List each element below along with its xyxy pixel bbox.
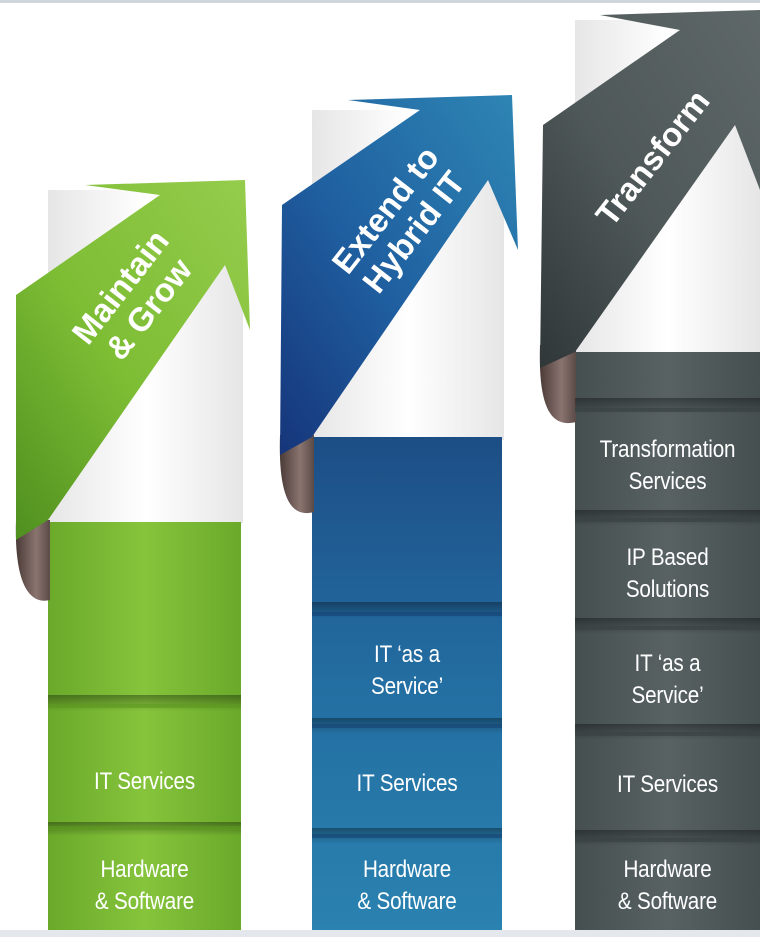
segment-line: Hardware xyxy=(623,855,712,883)
arrow-blue xyxy=(280,95,518,455)
arrow-grey xyxy=(540,10,760,368)
segment-line: & Software xyxy=(617,888,718,915)
top-rule xyxy=(0,0,760,3)
segment-line: Service’ xyxy=(370,673,444,700)
segment-line: Services xyxy=(628,468,707,495)
segment-it-services: IT Services xyxy=(325,742,488,826)
segment-it-as-a-service: IT ‘as a Service’ xyxy=(588,636,747,724)
column-transform xyxy=(539,10,760,932)
segment-hardware-software: Hardware & Software xyxy=(62,846,228,926)
segment-line: Hardware xyxy=(100,855,189,883)
segment-line: & Software xyxy=(357,888,457,915)
segment-ip-based-solutions: IP Based Solutions xyxy=(588,530,747,618)
segment-line: IT ‘as a xyxy=(374,640,440,668)
segment-it-services: IT Services xyxy=(588,742,747,828)
segment-line: Solutions xyxy=(625,576,710,603)
segment-it-services: IT Services xyxy=(62,742,228,822)
column-maintain-grow xyxy=(15,180,250,932)
curl-blue xyxy=(279,435,314,514)
column-body-green xyxy=(48,522,241,932)
column-body-blue xyxy=(312,437,502,932)
column-extend-hybrid xyxy=(279,95,518,932)
segment-line: Service’ xyxy=(631,682,704,709)
segment-line: IT Services xyxy=(356,769,458,797)
segment-line: Hardware xyxy=(362,855,452,883)
segment-line: IT ‘as a xyxy=(634,649,701,677)
bottom-rule xyxy=(0,930,760,937)
segment-line: & Software xyxy=(94,888,195,915)
curl-green xyxy=(15,520,50,601)
segment-line: IP Based xyxy=(626,543,709,571)
segment-line: IT Services xyxy=(94,767,195,795)
segment-hardware-software: Hardware & Software xyxy=(588,846,747,926)
curl-grey xyxy=(539,345,576,424)
segment-transformation-services: Transformation Services xyxy=(588,422,747,510)
segment-line: Transformation xyxy=(599,435,736,463)
segment-it-as-a-service: IT ‘as a Service’ xyxy=(325,626,488,716)
arrow-green xyxy=(16,180,250,540)
segment-hardware-software: Hardware & Software xyxy=(325,846,488,926)
segment-line: IT Services xyxy=(617,770,718,798)
